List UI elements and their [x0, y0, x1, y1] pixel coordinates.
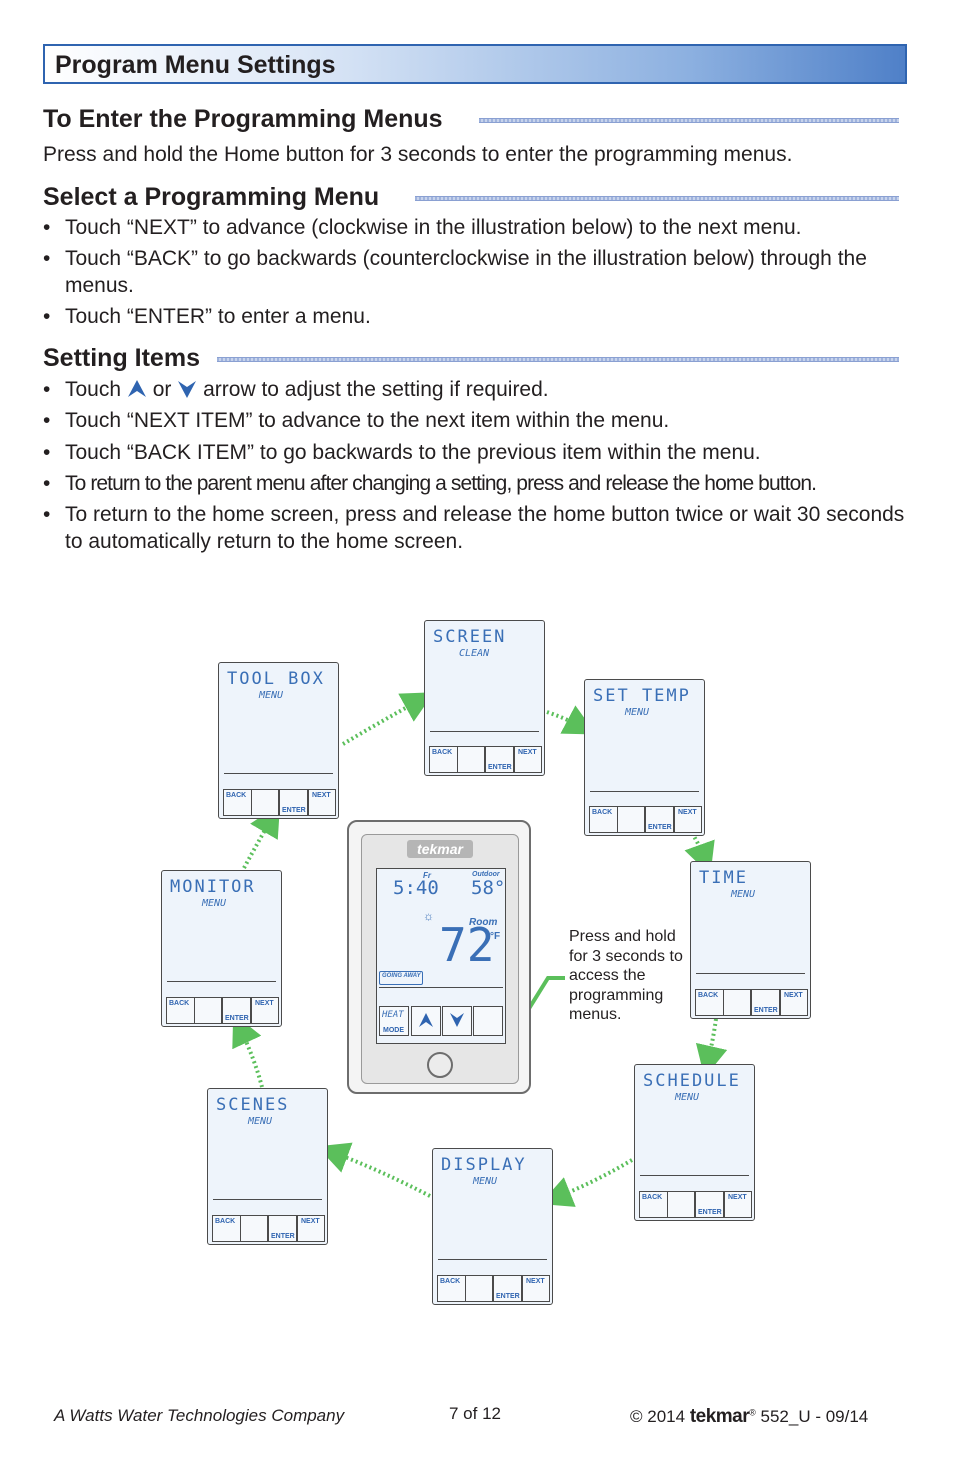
enter-button: ENTER — [222, 997, 251, 1024]
next-button: NEXT — [514, 746, 542, 773]
enter-button: ENTER — [485, 746, 514, 773]
footer-copyright-block: © 2014 tekmar® 552_U - 09/14 — [630, 1406, 869, 1427]
next-button: NEXT — [780, 989, 808, 1016]
arrow-screen-to-settemp — [546, 705, 597, 735]
heat-mode-button: HEAT MODE — [379, 1006, 409, 1036]
arrow-settemp-to-time — [684, 831, 715, 876]
enter-button: ENTER — [279, 789, 308, 816]
up-arrow-icon — [419, 1013, 433, 1027]
arrow-display-to-scenes — [317, 1142, 431, 1198]
back-button: BACK — [223, 789, 252, 816]
up-button — [411, 1006, 441, 1036]
blank-button — [473, 1006, 503, 1036]
blank-button — [194, 997, 222, 1024]
arrow-schedule-to-display — [540, 1158, 634, 1207]
arrow-scenes-to-monitor — [232, 1013, 264, 1088]
up-arrow-icon — [127, 380, 146, 397]
enter-instructions: Press and hold the Home button for 3 sec… — [43, 143, 793, 166]
back-button: BACK — [212, 1215, 241, 1242]
page-number: 7 of 12 — [449, 1404, 501, 1423]
enter-button: ENTER — [645, 806, 674, 833]
blank-button — [617, 806, 645, 833]
blank-button — [667, 1191, 695, 1218]
tekmar-logo: tekmar — [689, 1406, 750, 1427]
brand-logo: tekmar — [417, 841, 463, 857]
blank-button — [251, 789, 279, 816]
arrow-time-to-schedule — [695, 1018, 728, 1078]
back-button: BACK — [166, 997, 195, 1024]
down-button — [442, 1006, 472, 1036]
next-button: NEXT — [724, 1191, 752, 1218]
menu-set-temp: SET TEMP MENU BACK ENTER NEXT — [584, 679, 705, 836]
blank-button — [465, 1275, 493, 1302]
footer-company: A Watts Water Technologies Company — [54, 1406, 345, 1425]
next-button: NEXT — [674, 806, 702, 833]
enter-button: ENTER — [493, 1275, 522, 1302]
thermostat-lcd: Fr 5:40 Outdoor 58° ☼ Room 72 °F GOING A… — [376, 868, 506, 1044]
enter-button: ENTER — [268, 1215, 297, 1242]
menu-monitor: MONITOR MENU BACK ENTER NEXT — [161, 870, 282, 1027]
menu-time: TIME MENU BACK ENTER NEXT — [690, 861, 811, 1019]
heading-rule — [217, 357, 899, 362]
back-button: BACK — [437, 1275, 466, 1302]
back-button: BACK — [429, 746, 458, 773]
next-button: NEXT — [251, 997, 279, 1024]
blank-button — [240, 1215, 268, 1242]
heading-select-menu: Select a Programming Menu — [43, 183, 380, 211]
section-banner: Program Menu Settings — [43, 44, 907, 84]
home-button — [427, 1052, 453, 1078]
press-hold-caption: Press and hold for 3 seconds to access t… — [569, 928, 683, 1024]
next-button: NEXT — [308, 789, 336, 816]
menu-schedule: SCHEDULE MENU BACK ENTER NEXT — [634, 1064, 755, 1221]
back-button: BACK — [639, 1191, 668, 1218]
back-button: BACK — [695, 989, 724, 1016]
menu-tool-box: TOOL BOX MENU BACK ENTER NEXT — [218, 662, 339, 819]
menu-scenes: SCENES MENU BACK ENTER NEXT — [207, 1088, 328, 1245]
heading-rule — [479, 118, 899, 123]
enter-button: ENTER — [751, 989, 780, 1016]
arrow-monitor-to-toolbox — [242, 804, 281, 869]
heading-setting-items: Setting Items — [43, 344, 200, 372]
menu-display: DISPLAY MENU BACK ENTER NEXT — [432, 1148, 553, 1305]
menu-screen-clean: SCREEN CLEAN BACK ENTER NEXT — [424, 620, 545, 776]
next-button: NEXT — [522, 1275, 550, 1302]
thermostat-unit: tekmar Fr 5:40 Outdoor 58° ☼ Room 72 °F … — [347, 820, 531, 1094]
heading-enter-menus: To Enter the Programming Menus — [43, 105, 443, 133]
blank-button — [723, 989, 751, 1016]
going-away-indicator: GOING AWAY — [379, 971, 423, 985]
brand-badge: tekmar — [407, 840, 473, 858]
next-button: NEXT — [297, 1215, 325, 1242]
enter-button: ENTER — [695, 1191, 724, 1218]
down-arrow-icon — [178, 381, 197, 398]
down-arrow-icon — [450, 1013, 464, 1027]
banner-title: Program Menu Settings — [55, 51, 336, 79]
blank-button — [457, 746, 485, 773]
back-button: BACK — [589, 806, 618, 833]
arrow-toolbox-to-screen — [341, 692, 435, 746]
sun-icon: ☼ — [423, 909, 434, 923]
heading-rule — [415, 196, 899, 201]
